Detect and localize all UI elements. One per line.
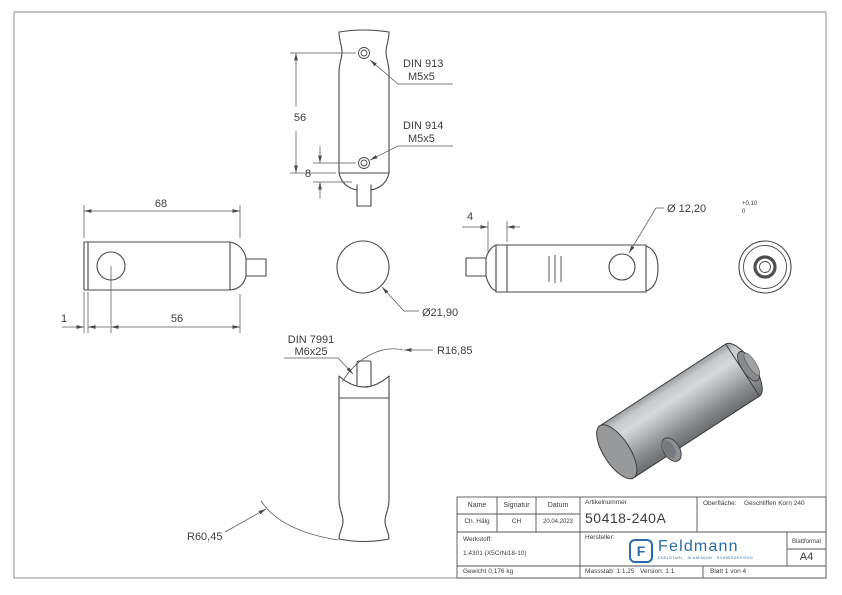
oberflaeche-value: Geschliffen Korn 240 [744, 500, 805, 507]
dim-4-label: 4 [467, 211, 473, 223]
din913-label: DIN 913 [403, 58, 443, 70]
set-screw-top [358, 47, 370, 59]
dim-56-front-label: 56 [171, 313, 183, 325]
titleblock-name-value: Ch. Hälg [464, 518, 490, 525]
din7991-label: DIN 7991 [288, 334, 334, 346]
part-3d-view [596, 342, 763, 480]
blatt-value: Blatt 1 von 4 [710, 568, 747, 575]
tolerance-lower: 0 [742, 209, 746, 215]
hersteller-header: Hersteller: [585, 534, 615, 541]
feldmann-logo-text: Feldmann [658, 538, 739, 555]
din7991-size-label: M6x25 [294, 346, 327, 358]
feldmann-logo: F Feldmann EDELSTAHL · ALUMINIUM · SCHMI… [629, 539, 753, 563]
r16-85-label: R16,85 [437, 345, 472, 357]
werkstoff-header: Werkstoff: [463, 536, 493, 543]
r60-45-arc [260, 500, 339, 541]
feldmann-logo-mark: F [629, 539, 653, 563]
din914-size-label: M5x5 [408, 133, 435, 145]
werkstoff-value: 1.4301 (X5CrNi18-10) [463, 550, 527, 557]
version-value: Version: 1.1 [640, 568, 675, 575]
artikelnummer-header: Artikelnummer [585, 499, 627, 506]
dia-12-leader [628, 207, 664, 254]
dim-1-label: 1 [61, 313, 67, 325]
title-block-grid [456, 496, 827, 579]
set-screw-bottom [358, 157, 370, 169]
titleblock-signatur-header: Signatur [503, 502, 530, 509]
artikelnummer-value: 50418-240A [585, 510, 667, 526]
page-frame [13, 11, 827, 579]
hole-circle-view: Ø21,90 [336, 240, 458, 319]
dim-68-label: 68 [155, 198, 167, 210]
massstab-value: Massstab: 1:1,25 [585, 568, 635, 575]
side-view: 56 8 DIN 913 M5x5 DIN 914 M5x5 [290, 29, 453, 207]
din913-leader [369, 59, 453, 85]
din914-label: DIN 914 [403, 120, 443, 132]
titleblock-datum-value: 20.04.2023 [542, 519, 574, 525]
lower-view: DIN 7991 M6x25 R16,85 R60,45 [187, 334, 472, 543]
tolerance-upper: +0,10 [742, 201, 758, 207]
dia-21-90-label: Ø21,90 [422, 307, 458, 319]
right-view: 4 Ø 12,20 +0,10 0 [462, 201, 758, 293]
blattformat-header: Blattformat [791, 539, 821, 545]
feldmann-logo-tagline: EDELSTAHL · ALUMINIUM · SCHMIEDEEISEN [658, 556, 754, 560]
dim-8-label: 8 [305, 168, 311, 180]
titleblock-datum-header: Datum [547, 502, 569, 509]
r16-85-arc [341, 348, 404, 383]
oberflaeche-header: Oberfläche: [703, 500, 737, 507]
r60-45-label: R60,45 [187, 531, 222, 543]
gewicht-value: Gewicht 0,176 kg [463, 568, 514, 575]
end-view [738, 240, 792, 294]
din7991-leader [284, 357, 354, 375]
diameter-leader [381, 286, 419, 312]
dia-12-20-label: Ø 12,20 [667, 203, 706, 215]
end-face-3d [596, 424, 638, 480]
blattformat-value: A4 [799, 551, 814, 563]
titleblock-name-header: Name [467, 502, 487, 509]
dim-56-side-label: 56 [294, 112, 306, 124]
front-view: 68 1 56 [61, 198, 267, 333]
titleblock-signatur-value: CH [511, 518, 522, 525]
din914-leader [369, 145, 453, 161]
din913-size-label: M5x5 [408, 71, 435, 83]
cross-hole-right [608, 253, 636, 281]
